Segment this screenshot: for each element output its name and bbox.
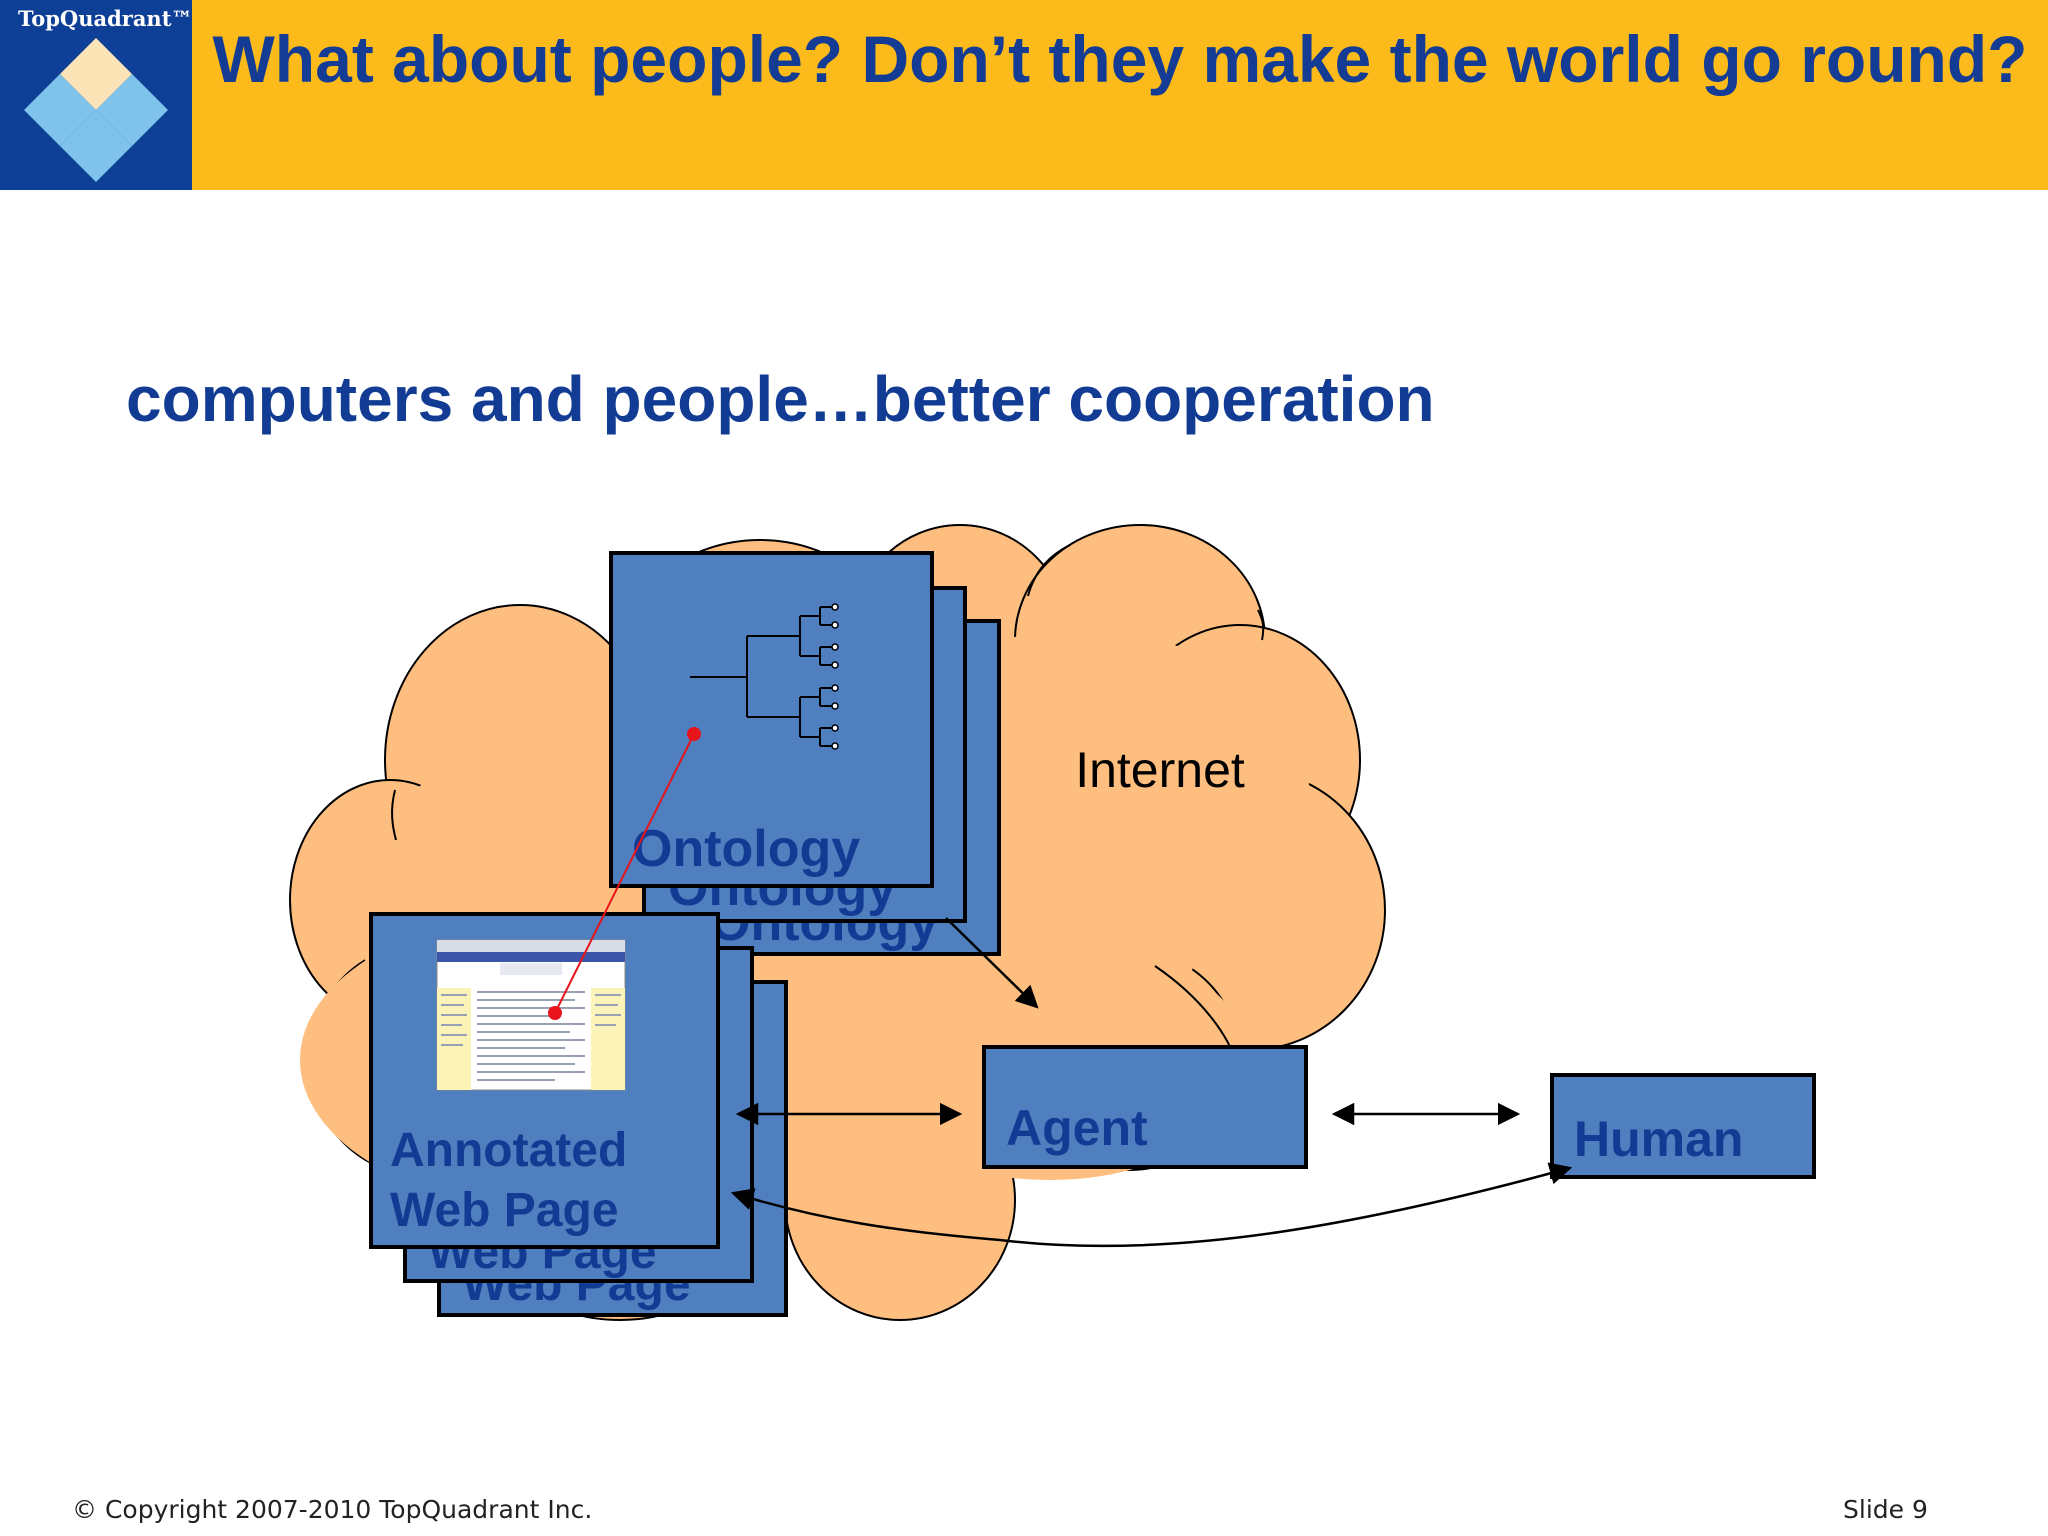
slide-subtitle: computers and people…better cooperation <box>126 363 1435 435</box>
slide-title: What about people? Don’t they make the w… <box>212 22 2028 96</box>
web-page-thumbnail <box>436 939 626 1091</box>
ontology-card-front <box>609 551 934 888</box>
human-label: Human <box>1574 1111 1743 1167</box>
human-box <box>1550 1073 1816 1179</box>
quadrant-diamond-icon <box>24 38 168 182</box>
annotation-link <box>548 727 701 1020</box>
ontology-tree-icon <box>690 603 839 750</box>
logo-wordmark: TopQuadrant™ <box>18 6 193 31</box>
web-page-label: Web Page <box>390 1184 619 1237</box>
ontology-anchor-dot <box>687 727 701 741</box>
agent-label: Agent <box>1006 1100 1148 1156</box>
web-page-anchor-dot <box>548 1006 562 1020</box>
ontology-to-agent-arrow <box>945 917 1039 1009</box>
copyright-notice: © Copyright 2007-2010 TopQuadrant Inc. <box>72 1495 593 1524</box>
title-bar: TopQuadrant™ What about people? Don’t th… <box>0 0 2048 190</box>
human-web-page-arrow <box>730 1162 1573 1248</box>
annotated-web-page-stack: Web Page Web Page <box>369 912 788 1317</box>
annotated-label: Annotated <box>390 1124 627 1177</box>
internet-label: Internet <box>1075 742 1245 798</box>
ontology-stack: Ontology Ontology <box>609 551 1001 956</box>
ontology-label: Ontology <box>632 820 860 878</box>
slide-number: Slide 9 <box>1843 1495 1928 1524</box>
topquadrant-logo: TopQuadrant™ <box>0 0 192 190</box>
